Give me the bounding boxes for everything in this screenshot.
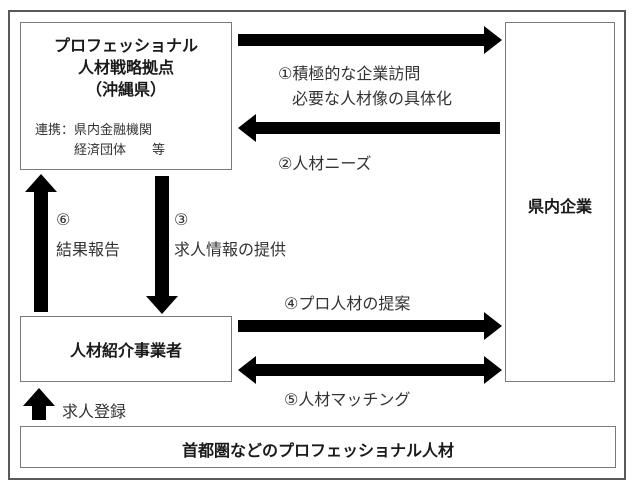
node-strategy-hub-partners: 連携：県内金融機関 経済団体 等 [35, 121, 165, 161]
hub-partner-line-1: 連携：県内金融機関 [35, 123, 153, 138]
node-local-companies: 県内企業 [505, 22, 615, 382]
edge-3-label-number: ③ [174, 210, 189, 229]
hub-title-line-2: 人材戦略拠点 [77, 58, 174, 77]
edge-2-label: ②人材ニーズ [278, 154, 372, 173]
arrow-3-down [146, 176, 178, 314]
node-metro-talent-label: 首都圏などのプロフェッショナル人材 [181, 441, 454, 460]
node-strategy-hub: プロフェッショナル 人材戦略拠点 （沖縄県） 連携：県内金融機関 経済団体 等 [20, 22, 232, 170]
edge-5-label: ⑤人材マッチング [284, 390, 411, 409]
edge-4-label: ④プロ人材の提案 [284, 294, 411, 313]
hub-title-line-3: （沖縄県） [85, 80, 166, 99]
hub-title-line-1: プロフェッショナル [53, 36, 198, 55]
edge-1-label-line-2: 必要な人材像の具体化 [292, 89, 453, 108]
edge-registration-label: 求人登録 [62, 402, 127, 421]
hub-partner-line-2: 経済団体 等 [35, 143, 166, 158]
arrow-6-up [25, 174, 57, 312]
node-local-companies-label: 県内企業 [527, 197, 592, 216]
node-metro-talent: 首都圏などのプロフェッショナル人材 [20, 426, 616, 468]
arrow-2-to-hub [238, 114, 500, 142]
edge-6-label-text: 結果報告 [56, 240, 121, 259]
node-recruitment-agency: 人材紹介事業者 [20, 316, 232, 382]
edge-3-label-text: 求人情報の提供 [174, 240, 287, 259]
arrow-registration-up [23, 388, 55, 420]
arrow-5-bidirectional [238, 356, 502, 384]
arrow-4-to-companies [238, 312, 502, 340]
arrow-1-to-companies [238, 26, 502, 54]
edge-6-label-number: ⑥ [56, 210, 71, 229]
node-recruitment-agency-label: 人材紹介事業者 [69, 341, 182, 360]
edge-1-label-line-1: ①積極的な企業訪問 [278, 64, 421, 83]
node-strategy-hub-title: プロフェッショナル 人材戦略拠点 （沖縄県） [21, 35, 231, 101]
